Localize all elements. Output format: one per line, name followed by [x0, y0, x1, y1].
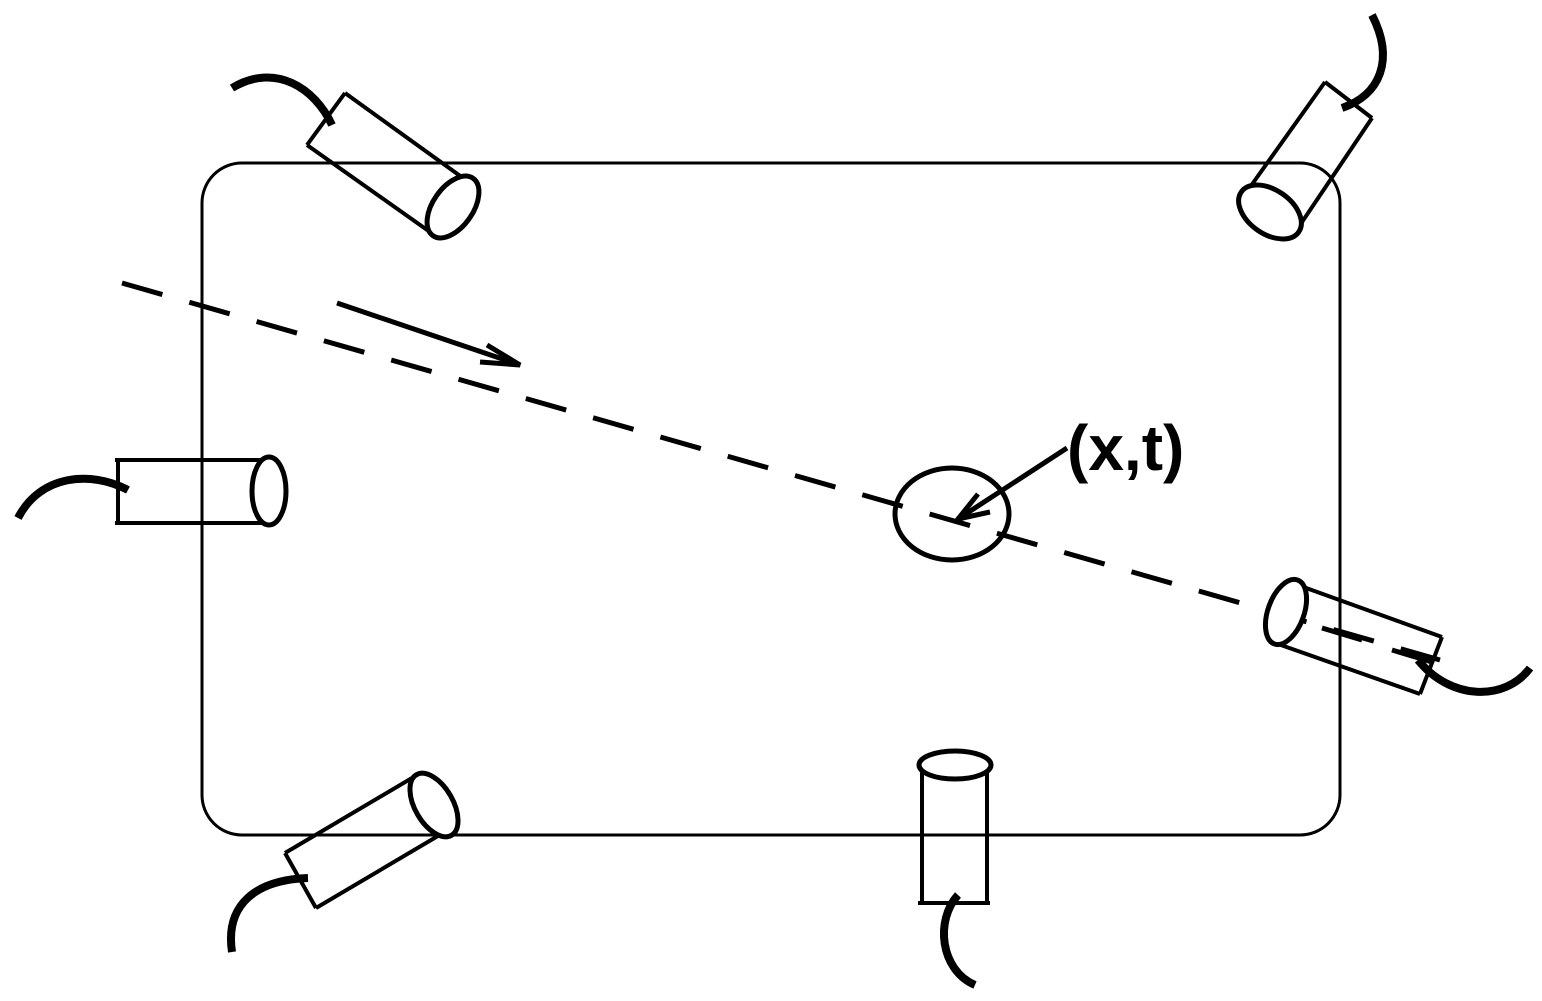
- tube-detector-icon: [115, 454, 289, 528]
- particle-track-dashed: [121, 280, 1441, 663]
- event-pointer-arrow: [951, 445, 1069, 523]
- tube-detector-icon: [1262, 576, 1444, 696]
- cable-icon: [1340, 13, 1387, 112]
- cable-icon: [1414, 657, 1534, 696]
- direction-arrow: [336, 300, 522, 368]
- detector-left: [14, 454, 289, 528]
- detector-bottom-left: [227, 770, 461, 953]
- cable-icon: [14, 474, 130, 520]
- tube-detector-icon: [283, 770, 461, 910]
- tube-detector-icon: [1236, 80, 1374, 242]
- detector-top-right: [1236, 13, 1387, 242]
- detector-right: [1262, 576, 1534, 696]
- detector-top-left: [229, 73, 482, 241]
- cable-icon: [227, 874, 309, 953]
- detector-bottom: [916, 748, 994, 989]
- chamber-outline: [200, 161, 1342, 837]
- tube-detector-icon: [305, 91, 482, 241]
- tube-detector-icon: [916, 748, 994, 905]
- event-ellipse-icon: [892, 465, 1012, 563]
- cable-icon: [229, 73, 336, 127]
- cable-icon: [939, 892, 977, 989]
- event-label: (x,t): [1067, 412, 1184, 484]
